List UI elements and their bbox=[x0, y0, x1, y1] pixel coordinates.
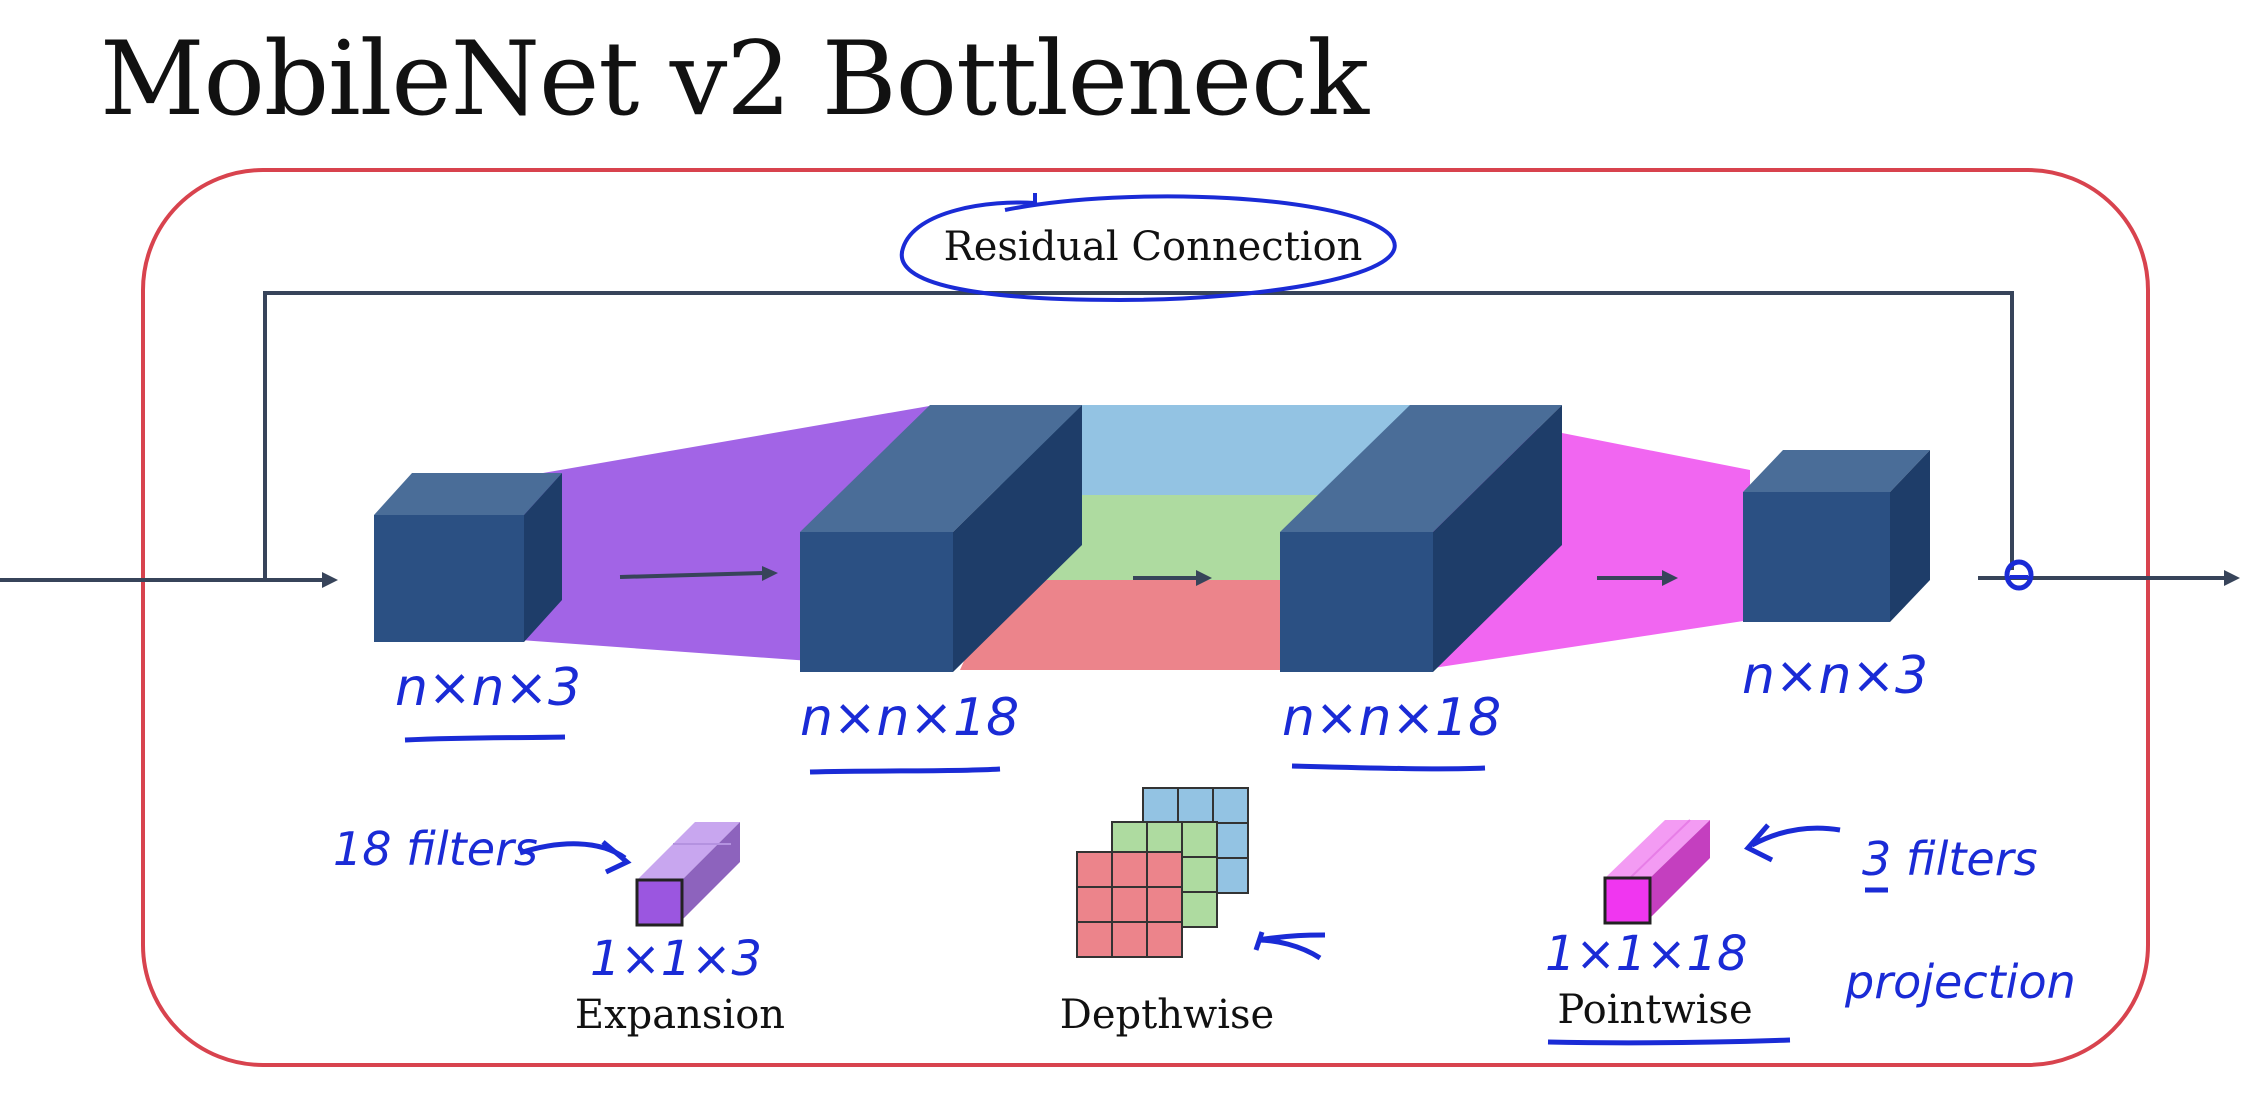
expansion-filter-cube bbox=[635, 822, 740, 927]
input-block bbox=[374, 473, 562, 642]
expanded-dim-label: n×n×18 bbox=[800, 688, 1019, 748]
input-dim-underline bbox=[404, 734, 566, 743]
input-arrowhead bbox=[322, 572, 338, 588]
depthwise-label: Depthwise bbox=[1060, 992, 1274, 1038]
output-block bbox=[1743, 450, 1930, 622]
diagram-frame bbox=[141, 168, 2150, 1067]
depthwise-dim-label: n×n×18 bbox=[1282, 688, 1501, 748]
expanded-dim-underline bbox=[809, 766, 1001, 775]
expansion-arrow bbox=[619, 571, 766, 579]
expansion-label: Expansion bbox=[575, 992, 785, 1038]
residual-path bbox=[263, 291, 2014, 580]
depthwise-band-blue bbox=[1000, 405, 1425, 495]
page-title: MobileNet v2 Bottleneck bbox=[100, 20, 1369, 139]
residual-label: Residual Connection bbox=[944, 224, 1363, 270]
pointwise-note-arrow bbox=[1743, 823, 1841, 863]
input-dim-label: n×n×3 bbox=[395, 658, 581, 718]
residual-label-circle bbox=[899, 193, 1397, 303]
pointwise-label: Pointwise bbox=[1557, 987, 1752, 1033]
depthwise-dim-underline bbox=[1291, 763, 1486, 772]
depthwise-grid-red bbox=[1076, 851, 1183, 958]
projection-note: projection bbox=[1844, 955, 2076, 1009]
output-arrowhead bbox=[2224, 570, 2240, 586]
pointwise-filter-note: 3 filters bbox=[1862, 832, 2038, 886]
depthwise-filter-grids bbox=[1076, 787, 1249, 958]
pointwise-label-underline bbox=[1547, 1037, 1791, 1046]
expansion-filter-size: 1×1×3 bbox=[590, 931, 762, 987]
output-dim-label: n×n×3 bbox=[1742, 646, 1928, 706]
depthwise-block bbox=[1280, 405, 1562, 672]
pointwise-filter-size: 1×1×18 bbox=[1545, 926, 1748, 982]
add-node bbox=[2004, 559, 2034, 591]
pointwise-filter-cube bbox=[1603, 819, 1710, 925]
expanded-block bbox=[800, 405, 1082, 672]
expansion-filter-note: 18 filters bbox=[333, 822, 538, 876]
depthwise-note-arrow bbox=[1253, 931, 1326, 961]
